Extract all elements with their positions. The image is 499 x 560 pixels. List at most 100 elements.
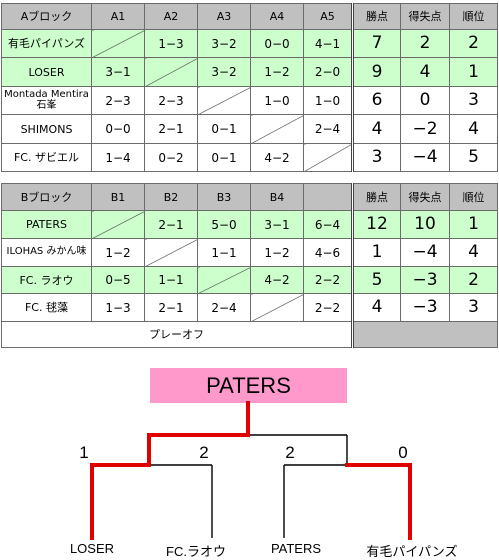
table-row: 有毛パイパンズ 1−3 3−2 0−0 4−1 7 2 2	[1, 29, 498, 58]
rank-value: 3	[449, 86, 498, 115]
goal-diff-value: −4	[400, 143, 450, 172]
match-result: 1−2	[250, 57, 304, 87]
match-result: 1−3	[91, 293, 145, 322]
match-result: 2−3	[91, 86, 145, 115]
bracket-black-lines	[149, 434, 348, 538]
self-match-cell	[303, 143, 354, 172]
goal-diff-value: 10	[400, 210, 450, 239]
table-row: LOSER 3−1 3−2 1−2 2−0 9 4 1	[1, 57, 498, 87]
bracket-team: 有毛パイパンズ	[366, 544, 458, 559]
team-name: SHIMONS	[1, 114, 92, 144]
self-match-cell	[144, 57, 198, 87]
match-result: 1−1	[144, 266, 198, 294]
match-result: 2−1	[144, 114, 198, 144]
match-result: 1−2	[91, 238, 145, 267]
table-row: FC. ザビエル 1−4 0−2 0−1 4−2 3 −4 5	[1, 143, 498, 172]
match-result: 1−0	[250, 86, 304, 115]
rank-value: 2	[449, 266, 498, 294]
match-result: 3−2	[197, 57, 251, 87]
match-result: 4−2	[250, 143, 304, 172]
match-result: 1−3	[144, 29, 198, 58]
group-a-header-cell: A5	[303, 3, 354, 30]
team-name: FC. ザビエル	[1, 143, 92, 172]
playoff-grey-box	[352, 321, 498, 348]
table-row: Montada Mentira石峯 2−3 2−3 1−0 1−0 6 0 3	[1, 86, 498, 115]
rank-value: 3	[449, 293, 498, 322]
team-name: PATERS	[1, 210, 92, 239]
group-b-header-cell: 勝点	[352, 183, 401, 211]
group-b-header-cell	[303, 183, 354, 211]
match-result: 0−5	[91, 266, 145, 294]
champion-box: PATERS	[150, 368, 347, 403]
group-a-header-cell: A2	[144, 3, 198, 30]
group-b-header-cell: B3	[197, 183, 251, 211]
bracket-lines	[90, 401, 412, 540]
match-result: 1−0	[303, 86, 354, 115]
group-b-header-cell: 得失点	[400, 183, 450, 211]
bracket-team: PATERS	[270, 541, 322, 556]
goal-diff-value: −2	[400, 114, 450, 144]
points-value: 4	[352, 114, 401, 144]
match-result: 3−1	[250, 210, 304, 239]
group-b-header-cell: 順位	[449, 183, 498, 211]
bracket-team: LOSER	[69, 541, 115, 556]
group-a-header-cell: A3	[197, 3, 251, 30]
rank-value: 1	[449, 57, 498, 87]
semifinal-score: 0	[398, 443, 408, 462]
points-value: 3	[352, 143, 401, 172]
points-value: 6	[352, 86, 401, 115]
match-result: 2−4	[303, 114, 354, 144]
self-match-cell	[91, 29, 145, 58]
match-result: 2−1	[144, 210, 198, 239]
self-match-cell	[91, 210, 145, 239]
team-name: Montada Mentira石峯	[1, 86, 92, 115]
semifinal-score: 2	[285, 443, 295, 462]
match-result: 2−1	[144, 293, 198, 322]
match-result: 4−2	[250, 266, 304, 294]
points-value: 7	[352, 29, 401, 58]
goal-diff-value: 4	[400, 57, 450, 87]
rank-value: 4	[449, 114, 498, 144]
group-a-header-row: Aブロック A1 A2 A3 A4 A5 勝点 得失点 順位	[1, 3, 498, 30]
group-a-header-cell: Aブロック	[1, 3, 92, 30]
team-name: FC. 毬藻	[1, 293, 92, 322]
match-result: 2−2	[303, 266, 354, 294]
rank-value: 2	[449, 29, 498, 58]
match-result: 0−1	[197, 143, 251, 172]
bracket-team: FC.ラオウ	[166, 544, 226, 559]
table-row: FC. 毬藻 1−3 2−1 2−4 2−2 4 −3 3	[1, 293, 498, 322]
group-a-header-cell: 勝点	[352, 3, 401, 30]
points-value: 5	[352, 266, 401, 294]
table-row: ILOHAS みかん味 1−2 1−1 1−2 4−6 1 −4 4	[1, 238, 498, 267]
table-row: SHIMONS 0−0 2−1 0−1 2−4 4 −2 4	[1, 114, 498, 144]
match-result: 4−6	[303, 238, 354, 267]
match-result: 2−0	[303, 57, 354, 87]
group-a-table: Aブロック A1 A2 A3 A4 A5 勝点 得失点 順位 有毛パイパンズ 1…	[1, 3, 498, 172]
match-result: 4−1	[303, 29, 354, 58]
match-result: 1−2	[250, 238, 304, 267]
group-b-header-cell: B4	[250, 183, 304, 211]
team-name: FC. ラオウ	[1, 266, 92, 294]
group-b-header-cell: B1	[91, 183, 145, 211]
goal-diff-value: 2	[400, 29, 450, 58]
goal-diff-value: −3	[400, 266, 450, 294]
match-result: 0−1	[197, 114, 251, 144]
team-name: LOSER	[1, 57, 92, 87]
rank-value: 5	[449, 143, 498, 172]
match-result: 5−0	[197, 210, 251, 239]
match-result: 0−0	[91, 114, 145, 144]
points-value: 9	[352, 57, 401, 87]
self-match-cell	[197, 86, 251, 115]
match-result: 0−0	[250, 29, 304, 58]
group-a-header-cell: A1	[91, 3, 145, 30]
match-result: 2−3	[144, 86, 198, 115]
semifinal-score: 2	[199, 443, 209, 462]
match-result: 3−2	[197, 29, 251, 58]
team-name: 有毛パイパンズ	[1, 29, 92, 58]
group-b-header-row: Bブロック B1 B2 B3 B4 勝点 得失点 順位	[1, 183, 498, 211]
group-a-header-cell: A4	[250, 3, 304, 30]
bracket-winner-path	[90, 401, 412, 540]
rank-value: 1	[449, 210, 498, 239]
points-value: 12	[352, 210, 401, 239]
self-match-cell	[144, 238, 198, 267]
